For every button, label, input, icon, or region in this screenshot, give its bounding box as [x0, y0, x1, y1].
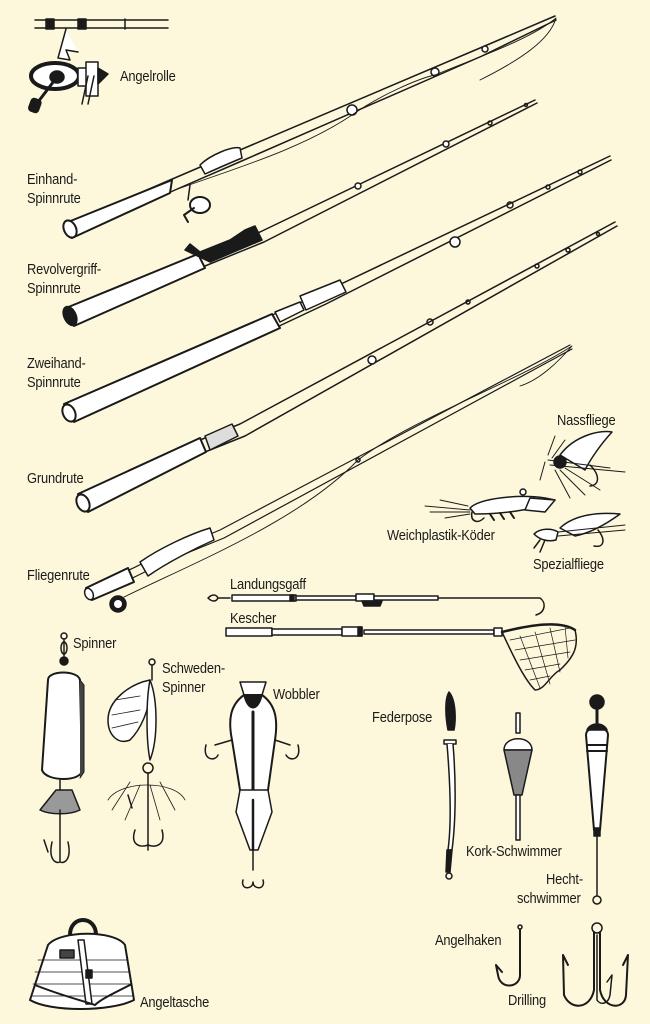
spezialfliege-drawing	[533, 512, 626, 553]
label-landungsgaff: Landungsgaff	[230, 576, 306, 593]
label-grundrute: Grundrute	[27, 470, 84, 487]
label-angelrolle: Angelrolle	[120, 68, 176, 85]
label-spezialfliege: Spezialfliege	[533, 556, 604, 573]
label-kork-schwimmer: Kork-Schwimmer	[466, 843, 562, 860]
label-fliegenrute: Fliegenrute	[27, 567, 90, 584]
grundrute-drawing	[75, 221, 618, 513]
kescher-drawing	[225, 623, 577, 691]
hechtschwimmer-drawing	[585, 694, 609, 905]
nassfliege-drawing	[539, 430, 626, 499]
label-einhand-spinnrute-line1: Einhand-	[27, 171, 78, 188]
federpose-drawing	[443, 691, 457, 880]
kork-schwimmer-drawing	[503, 712, 533, 841]
label-zweihand-spinnrute-line1: Zweihand-	[27, 355, 86, 372]
label-einhand-spinnrute-line2: Spinnrute	[27, 190, 81, 207]
label-revolvergriff-spinnrute-line2: Spinnrute	[27, 280, 81, 297]
label-angelhaken: Angelhaken	[435, 932, 502, 949]
einhand-spinnrute-drawing	[62, 15, 557, 239]
label-kescher: Kescher	[230, 610, 277, 627]
label-zweihand-spinnrute-line2: Spinnrute	[27, 374, 81, 391]
label-wobbler: Wobbler	[273, 686, 320, 703]
zweihand-spinnrute-drawing	[61, 155, 612, 423]
revolvergriff-spinnrute-drawing	[62, 99, 538, 327]
angeltasche-drawing	[29, 918, 135, 1010]
label-nassfliege: Nassfliege	[557, 412, 616, 429]
weichplastik-koeder-drawing	[424, 488, 556, 523]
angelrolle-drawing	[28, 18, 169, 114]
angelhaken-drawing	[495, 924, 523, 987]
label-schweden-spinner-line2: Spinner	[162, 679, 206, 696]
label-weichplastik-koeder: Weichplastik-Köder	[387, 527, 495, 544]
label-drilling: Drilling	[508, 992, 547, 1009]
label-revolvergriff-spinnrute-line1: Revolvergriff-	[27, 261, 102, 278]
fliegenrute-drawing	[83, 344, 573, 613]
label-federpose: Federpose	[372, 709, 433, 726]
drilling-drawing	[562, 922, 629, 1007]
label-hechtschwimmer-line2: schwimmer	[517, 890, 581, 907]
wobbler-drawing	[204, 681, 300, 889]
landungsgaff-drawing	[207, 593, 545, 616]
label-hechtschwimmer-line1: Hecht-	[546, 871, 583, 888]
mini-reel	[183, 184, 211, 223]
label-angeltasche: Angeltasche	[140, 994, 210, 1011]
spinner-drawing	[39, 632, 85, 864]
schweden-spinner-drawing	[107, 658, 186, 851]
label-spinner: Spinner	[73, 635, 117, 652]
label-schweden-spinner-line1: Schweden-	[162, 660, 225, 677]
